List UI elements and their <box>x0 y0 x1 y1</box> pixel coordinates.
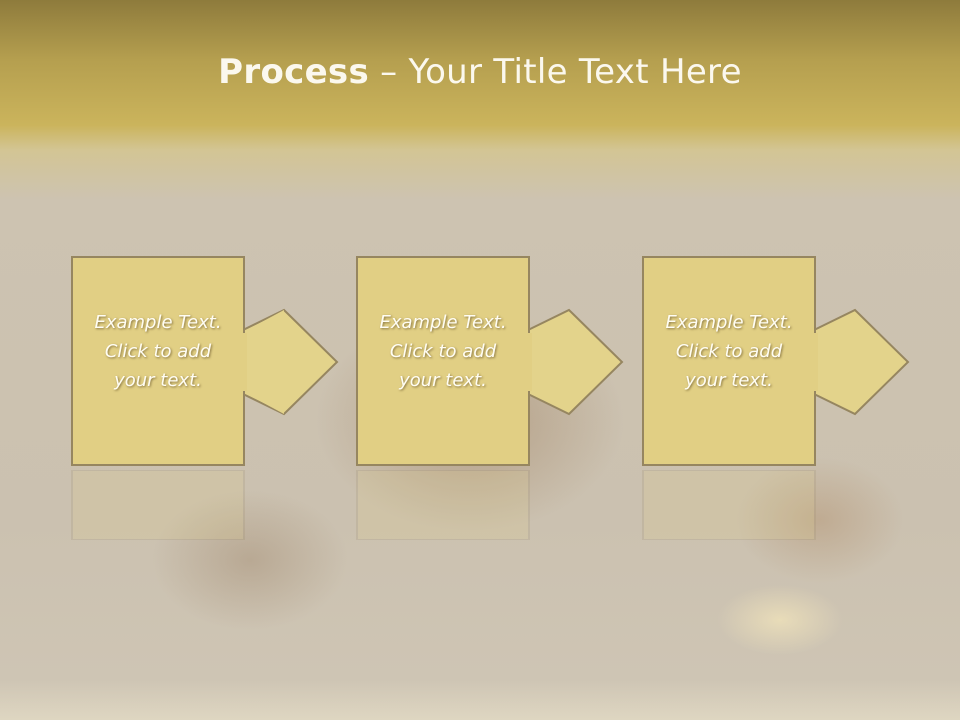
title-bold: Process <box>218 52 370 92</box>
step-1-line-3: your text. <box>114 370 202 391</box>
slide-title[interactable]: Process – Your Title Text Here <box>0 52 960 92</box>
title-rest: – Your Title Text Here <box>369 52 742 92</box>
step-3-line-2: Click to add <box>675 341 783 362</box>
step-2-join <box>526 333 532 391</box>
step-3-shape <box>642 256 910 466</box>
step-2-line-2: Click to add <box>389 341 497 362</box>
step-2-arrow <box>525 308 624 416</box>
step-1-join <box>241 333 247 391</box>
step-2-shape <box>356 256 624 466</box>
step-3-box <box>642 256 816 466</box>
step-3-reflection <box>642 470 912 540</box>
step-1-arrow-joint <box>243 310 284 414</box>
step-3-arrow <box>811 308 910 416</box>
step-1-text[interactable]: Example Text. Click to add your text. <box>71 308 245 395</box>
step-2-box <box>356 256 530 466</box>
process-step-2[interactable]: Example Text. Click to add your text. <box>356 256 626 466</box>
step-1-line-2: Click to add <box>104 341 212 362</box>
step-3-text[interactable]: Example Text. Click to add your text. <box>642 308 816 395</box>
step-2-line-3: your text. <box>399 370 487 391</box>
process-step-1[interactable]: Example Text. Click to add your text. <box>71 256 341 466</box>
step-3-line-1: Example Text. <box>665 312 793 333</box>
step-1-line-1: Example Text. <box>94 312 222 333</box>
step-2-text[interactable]: Example Text. Click to add your text. <box>356 308 530 395</box>
step-1-reflection <box>71 470 341 540</box>
process-step-3[interactable]: Example Text. Click to add your text. <box>642 256 912 466</box>
step-2-line-1: Example Text. <box>379 312 507 333</box>
bottom-band <box>0 680 960 720</box>
step-3-join <box>812 333 818 391</box>
step-2-reflection <box>356 470 626 540</box>
step-3-line-3: your text. <box>685 370 773 391</box>
step-1-shape <box>71 256 339 466</box>
